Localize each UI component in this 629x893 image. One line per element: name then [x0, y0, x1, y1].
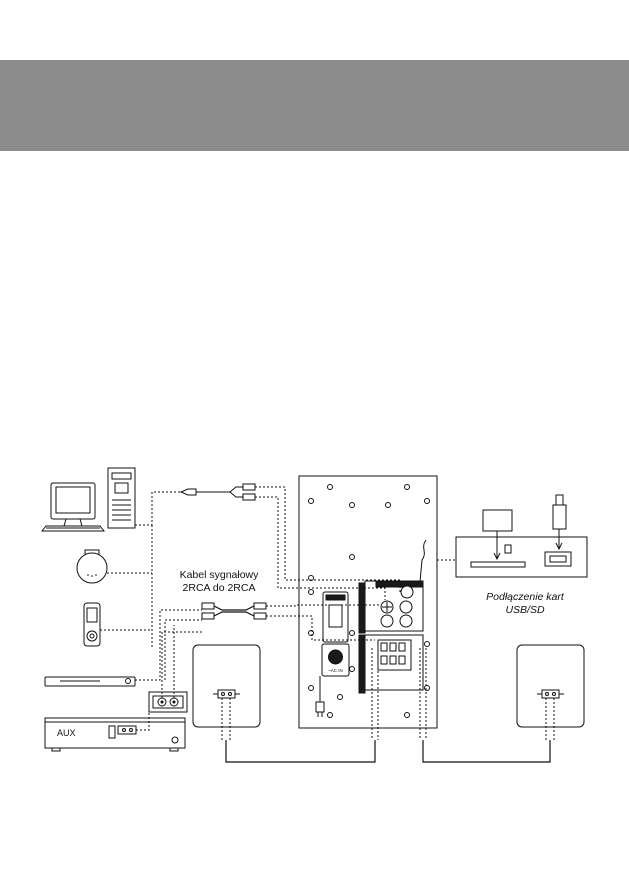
rca-to-rca-cable [201, 602, 267, 620]
header-band [0, 60, 629, 151]
left-speaker-icon [192, 644, 261, 728]
aux-amplifier-icon [44, 691, 188, 752]
ac-in-label: ~AC IN [328, 668, 343, 673]
cable-label: Kabel sygnałowy 2RCA do 2RCA [160, 569, 278, 595]
mp3-player-icon [83, 602, 101, 647]
card-reader-panel [455, 536, 588, 578]
speaker-cables [225, 740, 551, 763]
aux-label: AUX [57, 728, 76, 738]
power-plug-icon [315, 676, 325, 717]
tower-pc-icon [107, 467, 136, 529]
right-speaker-icon [516, 644, 585, 728]
card-label: Podłączenie kart USB/SD [470, 591, 580, 617]
signal-wiring [100, 486, 555, 740]
subwoofer-panel: ~AC IN [298, 475, 438, 729]
card-label-line1: Podłączenie kart [486, 591, 564, 603]
sd-card-icon [482, 509, 513, 561]
cable-label-line2: 2RCA do 2RCA [182, 582, 256, 594]
cd-player-icon [76, 549, 108, 584]
card-label-line2: USB/SD [505, 604, 545, 616]
usb-stick-icon [552, 494, 567, 551]
computer-icon [40, 482, 106, 532]
jack-to-rca-cable [179, 483, 256, 501]
cable-label-line1: Kabel sygnałowy [179, 569, 259, 581]
dvd-player-icon [44, 676, 136, 687]
